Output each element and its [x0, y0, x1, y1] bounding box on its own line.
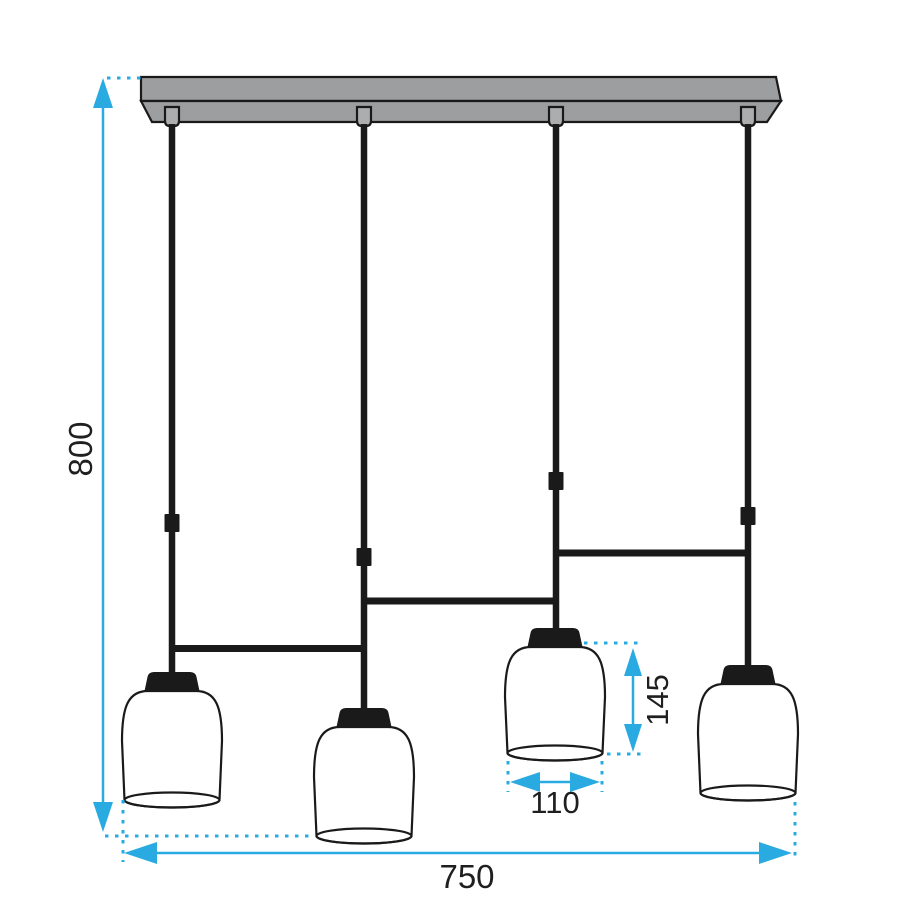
lamp-shade-4	[696, 682, 800, 802]
lamp-shade-2	[312, 725, 416, 845]
ceiling-bar-top-face	[139, 75, 783, 103]
dim-label-shade-height: 145	[640, 674, 675, 726]
lamp-cap-1	[144, 672, 200, 691]
rod-joint-4	[740, 507, 756, 525]
pendant-rod-1	[168, 124, 176, 676]
pendant-rod-2	[360, 124, 368, 712]
dim-overall-width: 750	[105, 800, 797, 895]
rod-joint-1	[164, 514, 180, 532]
lamp-rim-3	[506, 744, 604, 762]
dim-label-shade-diameter: 110	[530, 785, 579, 820]
lamp-pendant-1	[120, 672, 224, 809]
dim-height-arrow-up	[93, 78, 113, 108]
pendant-rod-3	[552, 124, 560, 632]
dim-shade-diameter: 110	[506, 761, 604, 820]
lamp-pendant-3	[503, 628, 607, 762]
dim-width-arrow-right	[759, 842, 792, 864]
lamp-pendant-2	[312, 708, 416, 845]
ceiling-bar	[139, 75, 784, 128]
dim-height-arrow-down	[93, 802, 113, 832]
dim-shade-diameter-arrow-right	[570, 772, 600, 792]
lamp-rim-2	[315, 827, 413, 845]
dim-overall-height: 800	[62, 76, 141, 832]
crossbar-1	[169, 645, 367, 652]
lamp-shade-3	[503, 645, 607, 762]
lamp-cap-3	[527, 628, 583, 647]
dim-shade-height-arrow-down	[624, 724, 642, 752]
crossbar-3	[553, 549, 751, 557]
cord-connector-1	[163, 105, 181, 128]
dim-shade-height-arrow-up	[624, 648, 642, 676]
ceiling-bar-front-face	[139, 99, 784, 124]
lamp-cap-2	[336, 708, 392, 727]
crossbar-2	[361, 597, 559, 605]
cord-connector-3	[547, 105, 565, 128]
lamp-shade-1	[120, 689, 224, 809]
lamp-rim-4	[699, 784, 797, 802]
cord-connector-4	[739, 105, 757, 128]
dim-width-arrow-left	[124, 842, 157, 864]
cord-connector-2	[355, 105, 373, 128]
pendant-rod-4	[744, 124, 752, 669]
rod-joint-2	[356, 548, 372, 566]
rod-joint-3	[548, 472, 564, 490]
dim-label-overall-width: 750	[439, 858, 494, 895]
dim-label-overall-height: 800	[62, 421, 99, 476]
dim-shade-height: 145	[584, 641, 675, 756]
suspension-frame	[164, 124, 756, 712]
lamp-cap-4	[720, 665, 776, 684]
lamp-pendant-4	[696, 665, 800, 802]
dim-shade-diameter-arrow-left	[510, 772, 540, 792]
